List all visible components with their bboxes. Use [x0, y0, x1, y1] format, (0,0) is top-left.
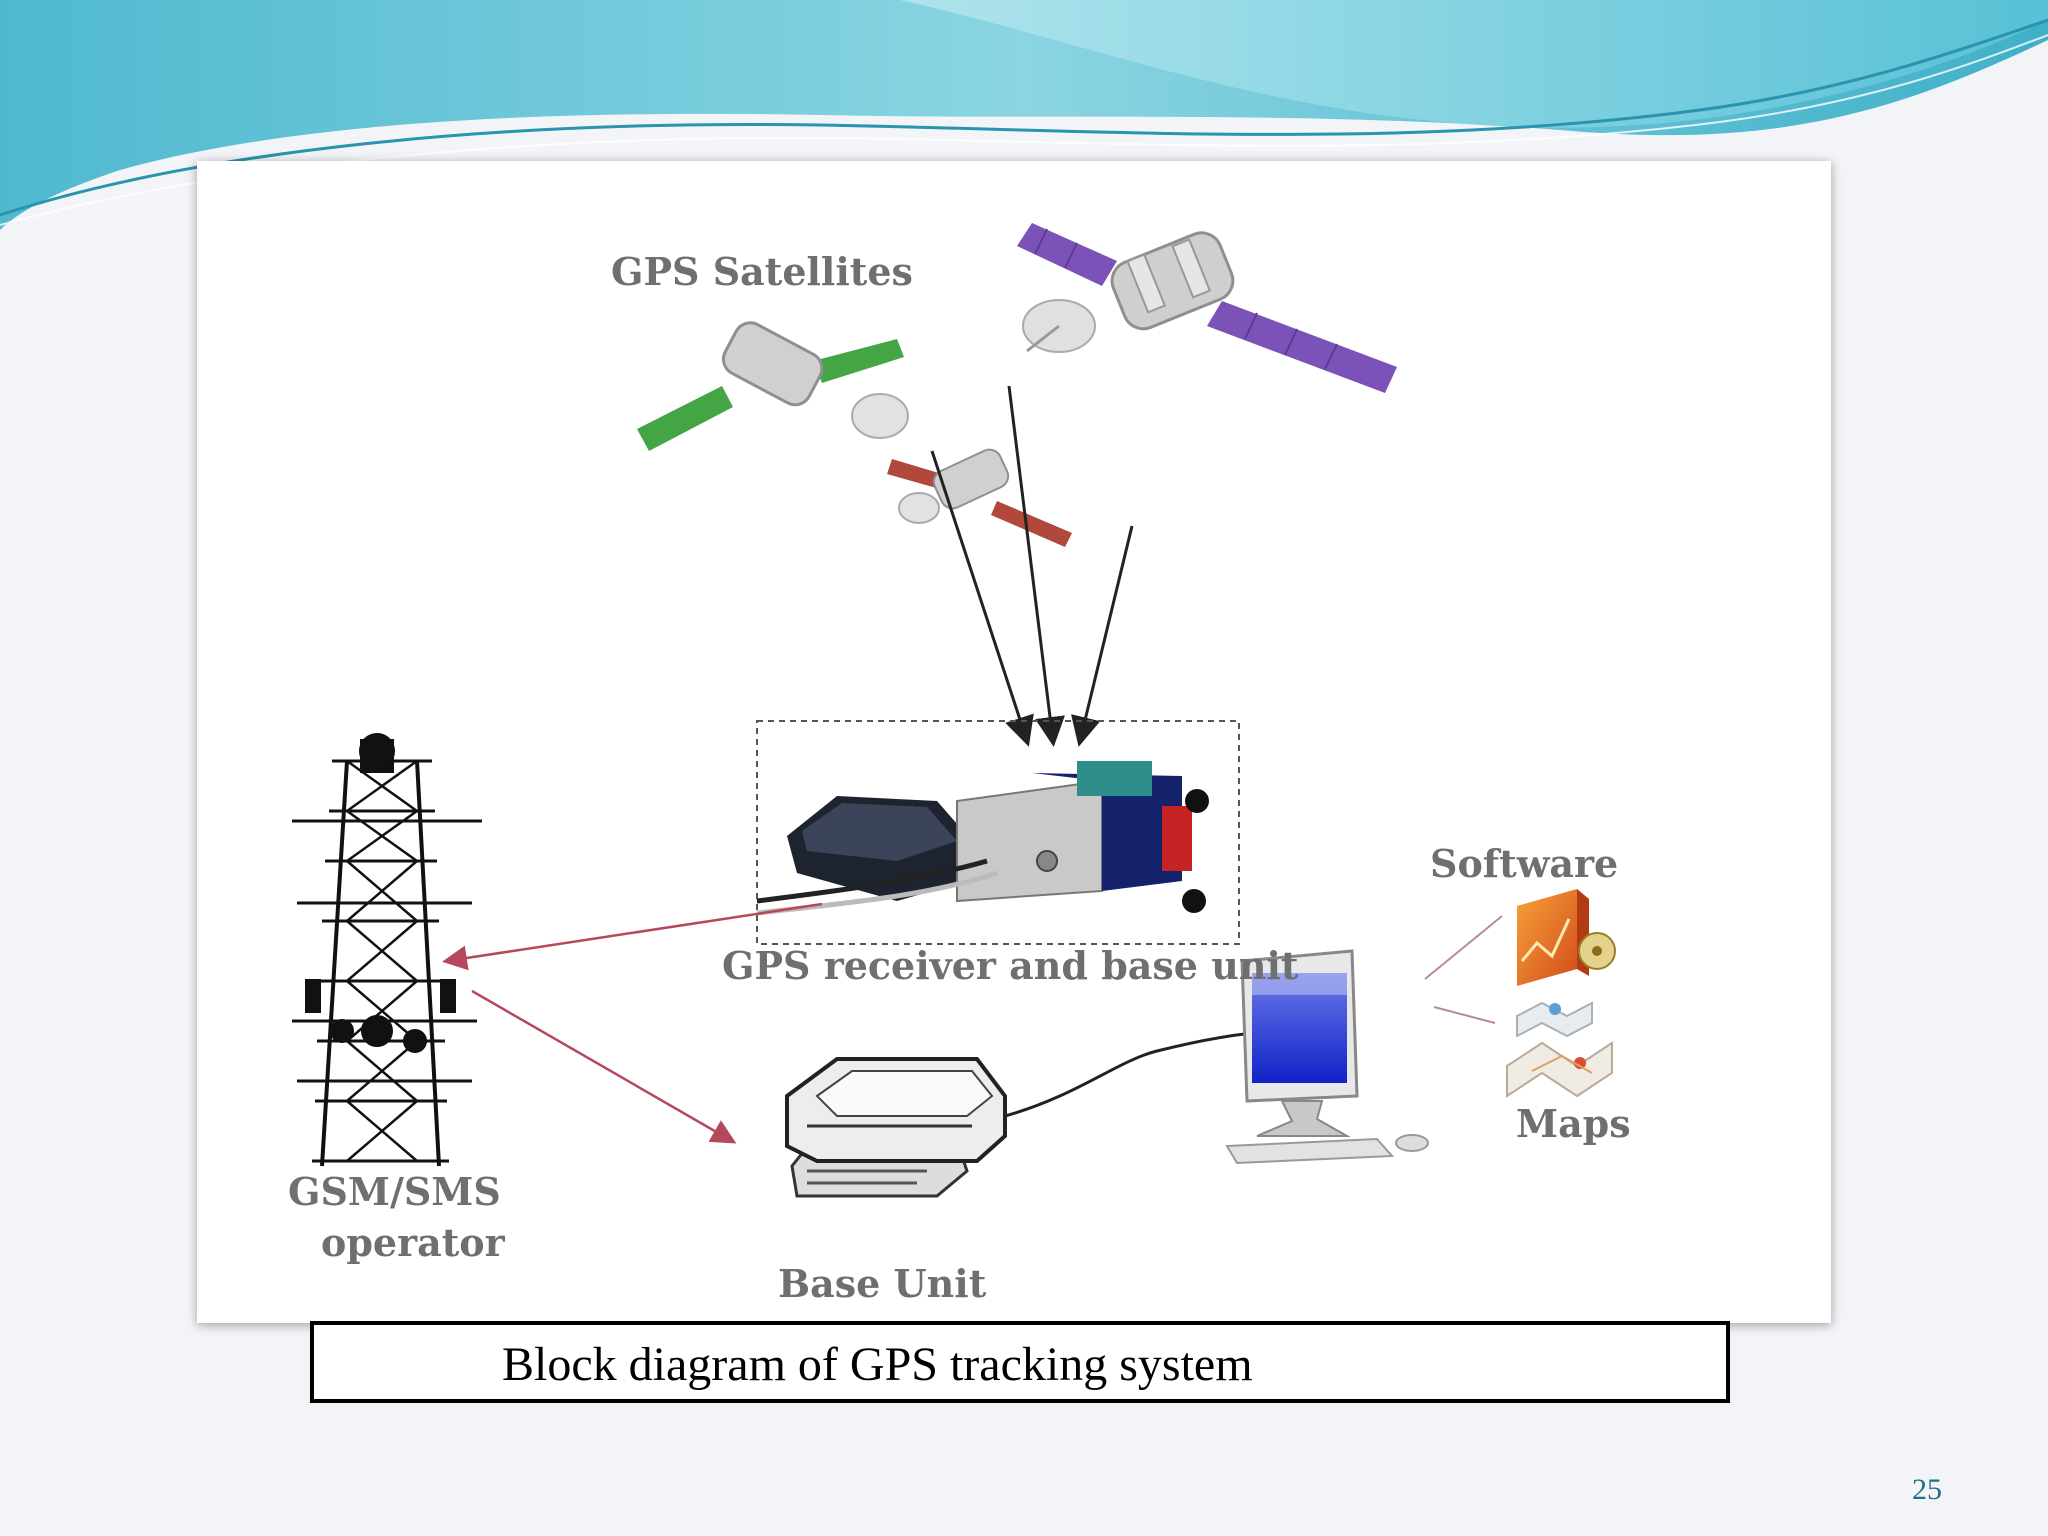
maps-label: Maps: [1516, 1101, 1631, 1146]
gps-receiver-label: GPS receiver and base unit: [722, 943, 1299, 988]
gps-receiver-icon: [756, 761, 1209, 916]
caption-box: Block diagram of GPS tracking system: [310, 1321, 1730, 1403]
figure-caption: Block diagram of GPS tracking system: [502, 1338, 1253, 1391]
cell-tower-icon: [292, 733, 482, 1167]
gsm-operator-label-line1: GSM/SMS: [288, 1169, 501, 1214]
base-unit-icon: [785, 1057, 1007, 1198]
base-unit-label: Base Unit: [778, 1261, 987, 1306]
header-wave-banner: [0, 0, 2048, 230]
computer-monitor-icon: [1225, 949, 1429, 1165]
gsm-operator-label-line2: operator: [321, 1220, 505, 1265]
satellite-icon-green: [637, 321, 909, 451]
map-icon: [1506, 1001, 1613, 1098]
software-label: Software: [1430, 841, 1619, 886]
gps-satellites-label: GPS Satellites: [611, 249, 913, 294]
software-box-icon: [1517, 889, 1616, 986]
page-number: 25: [1912, 1473, 1942, 1506]
diagram-graphics: [292, 223, 1616, 1198]
satellite-icon-large: [1017, 223, 1397, 393]
gps-block-diagram: GPS Satellites GPS receiver and base uni…: [197, 161, 1831, 1323]
satellite-icon-red: [887, 448, 1072, 547]
